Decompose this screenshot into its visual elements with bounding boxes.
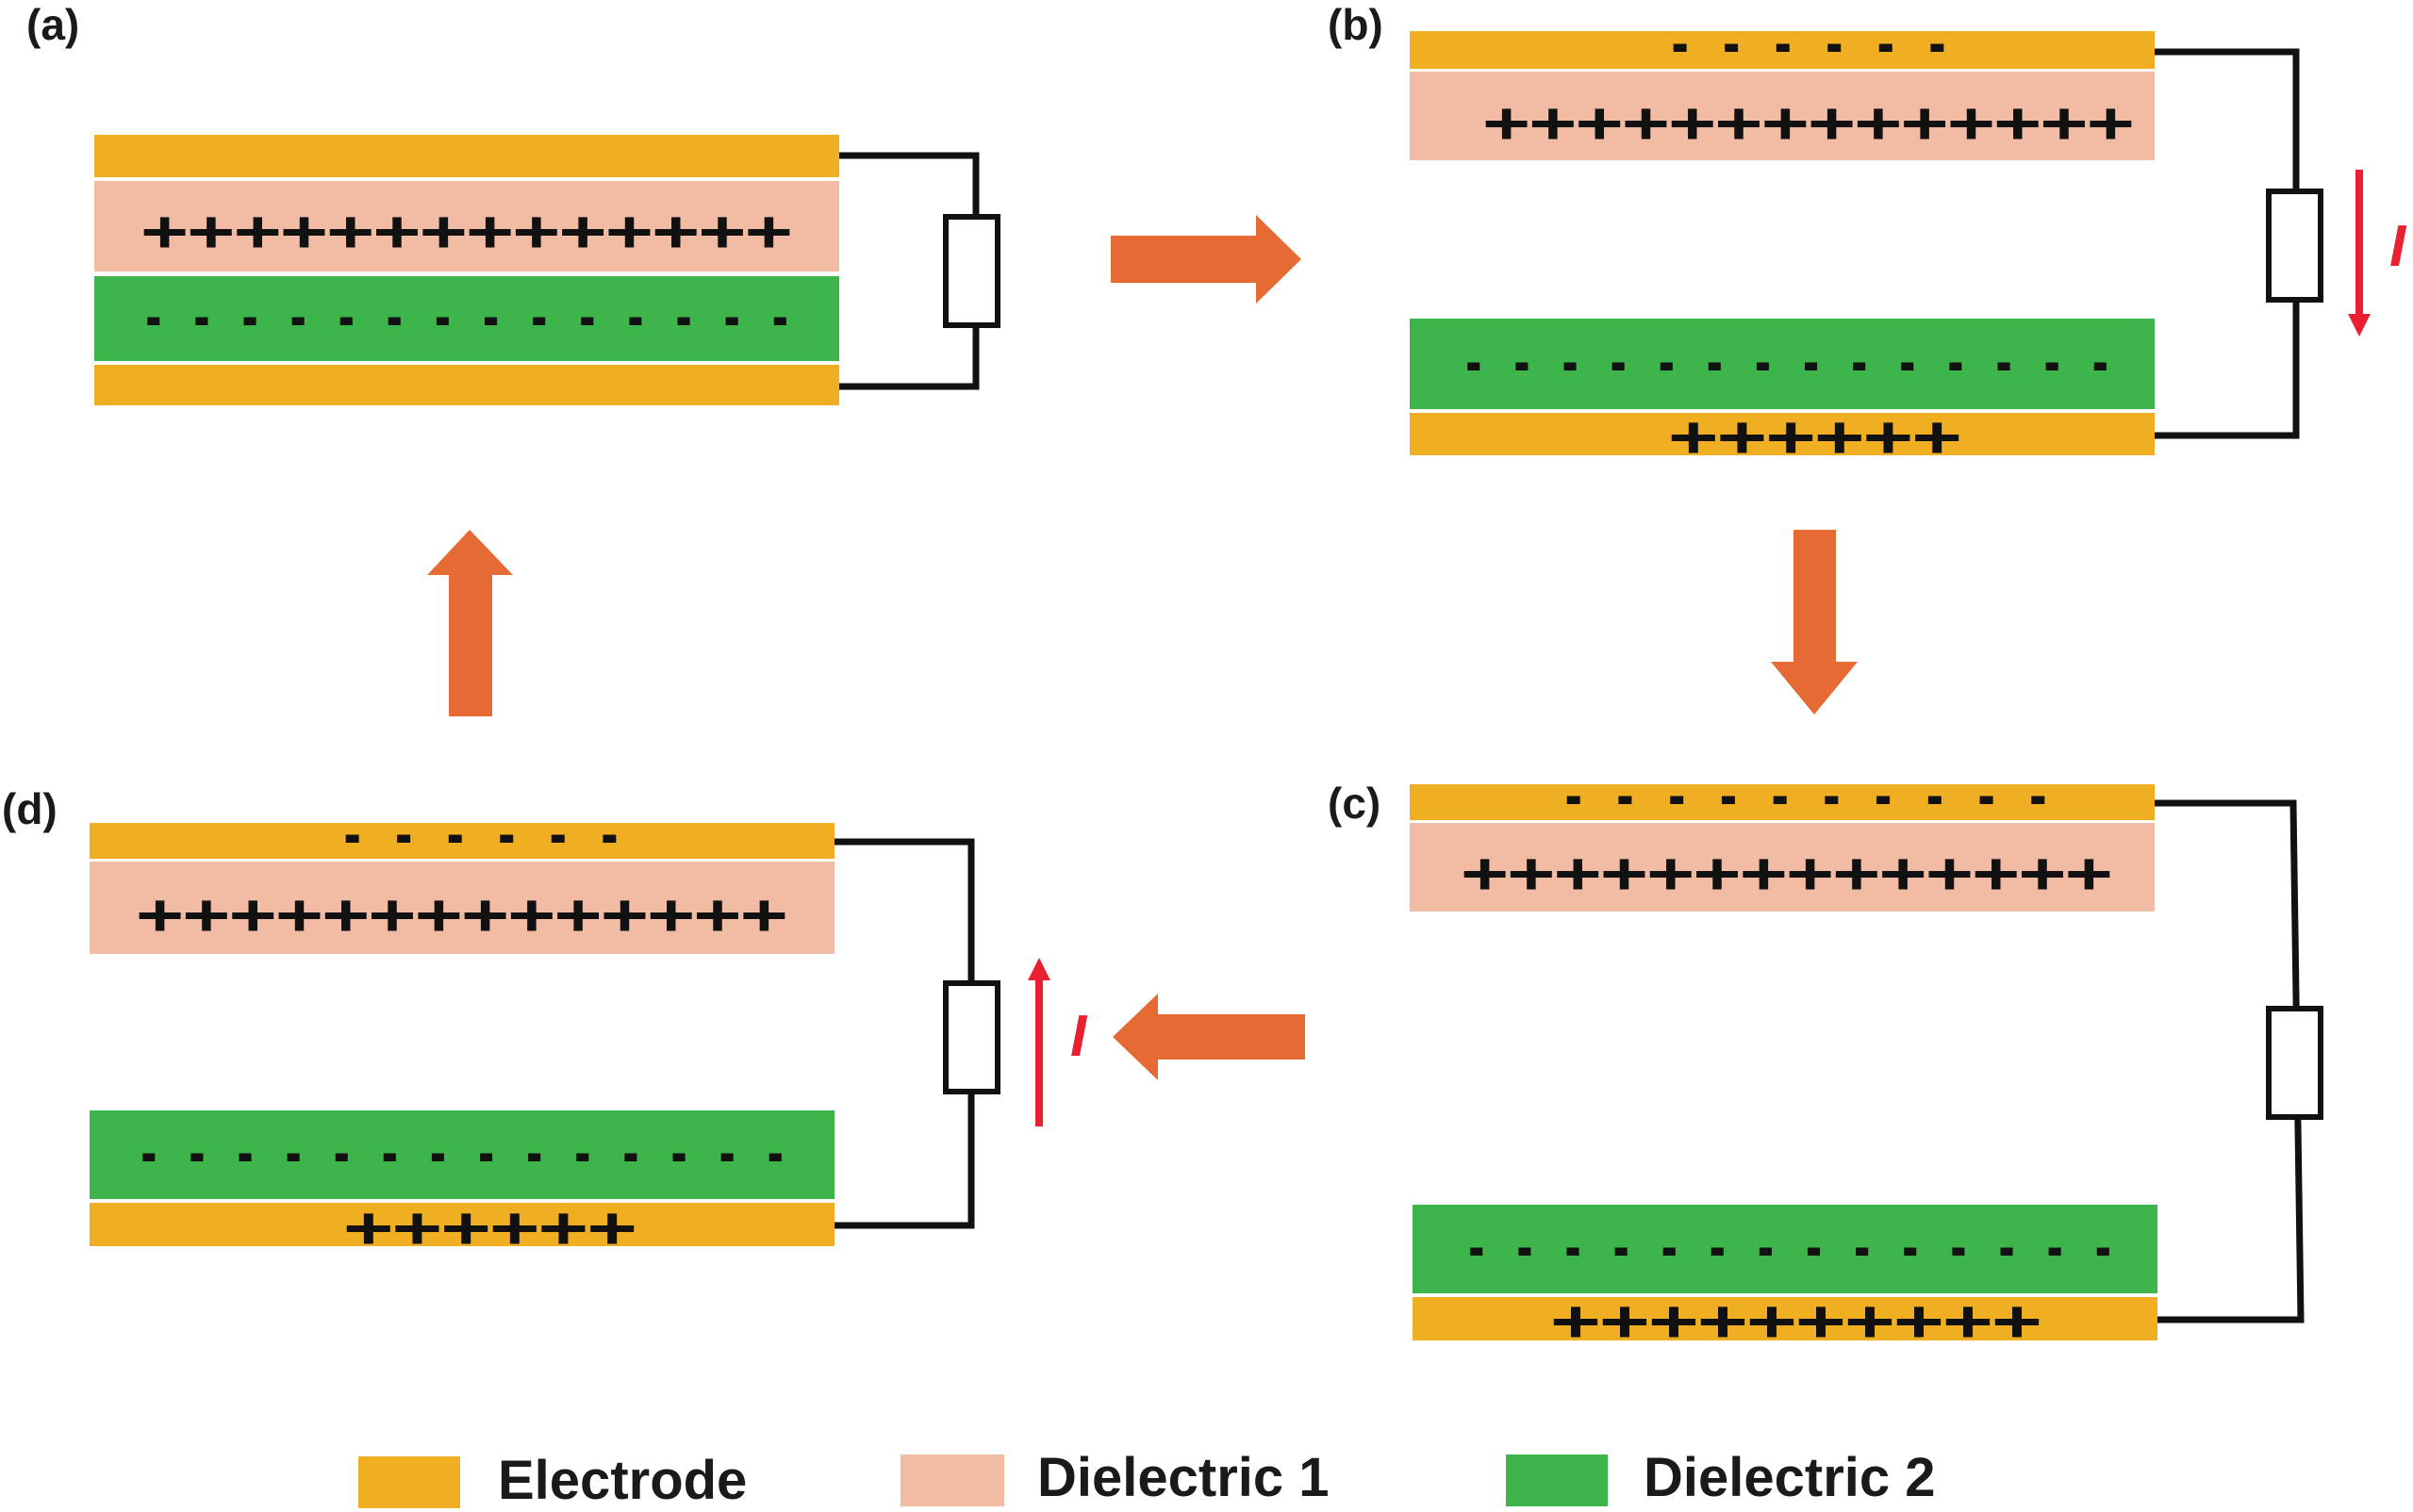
panel-d-dielectric-2 xyxy=(90,1110,835,1199)
panel-c-top-electrode xyxy=(1410,784,2155,820)
panel-b-resistor xyxy=(2266,189,2323,303)
panel-b-dielectric-1 xyxy=(1410,72,2155,160)
panel-b-current-label: I xyxy=(2389,214,2407,279)
panel-b-top-electrode xyxy=(1410,31,2155,69)
panel-c-dielectric-2 xyxy=(1413,1205,2157,1293)
panel-c-dielectric-1-charges: ++++++++++++++ xyxy=(1462,840,2112,906)
panel-d: (d) - - - - - - ++++++++++++++ - - - - -… xyxy=(2,784,1088,1260)
panel-a-label: (a) xyxy=(26,0,79,49)
panel-a-resistor xyxy=(943,214,1000,328)
panel-c-resistor xyxy=(2266,1006,2323,1120)
panel-b-dielectric-2-charges: - - - - - - - - - - - - - - xyxy=(1462,331,2112,397)
arrow-right-a-to-b xyxy=(1111,215,1301,304)
panel-a-dielectric-2-charges: - - - - - - - - - - - - - - xyxy=(141,286,792,352)
panel-d-bottom-electrode xyxy=(90,1203,835,1246)
legend-dielectric-1-label: Dielectric 1 xyxy=(1037,1447,1330,1508)
legend-electrode-swatch xyxy=(358,1456,460,1508)
cycle-arrows xyxy=(427,215,1858,1080)
panel-d-dielectric-1-charges: ++++++++++++++ xyxy=(137,881,787,947)
legend-dielectric-2-label: Dielectric 2 xyxy=(1644,1447,1936,1508)
panel-c-top-electrode-charges: - - - - - - - - - - xyxy=(1561,764,2051,830)
panel-d-bottom-electrode-charges: ++++++ xyxy=(344,1194,636,1260)
legend: Electrode Dielectric 1 Dielectric 2 xyxy=(358,1447,1936,1511)
panel-c-dielectric-1 xyxy=(1410,823,2155,912)
legend-electrode-label: Electrode xyxy=(498,1450,747,1511)
legend-dielectric-1-swatch xyxy=(901,1454,1004,1506)
panel-a-dielectric-2 xyxy=(94,276,839,361)
arrow-left-c-to-d xyxy=(1113,994,1305,1080)
panel-b-dielectric-1-charges: ++++++++++++++ xyxy=(1483,90,2134,156)
panel-b-label: (b) xyxy=(1328,0,1383,49)
panel-d-label: (d) xyxy=(2,784,58,833)
panel-b-bottom-electrode-charges: ++++++ xyxy=(1669,403,1961,469)
panel-a: (a) ++++++++++++++ - - - - - - - - - - -… xyxy=(26,0,1000,405)
panel-d-resistor xyxy=(943,980,1000,1094)
legend-dielectric-2-swatch xyxy=(1506,1454,1608,1506)
panel-b-bottom-electrode xyxy=(1410,413,2155,455)
panel-b-top-electrode-charges: - - - - - - xyxy=(1667,12,1950,78)
panel-a-dielectric-1-charges: ++++++++++++++ xyxy=(141,198,792,264)
panel-b: (b) - - - - - - ++++++++++++++ - - - - -… xyxy=(1328,0,2407,469)
panel-d-top-electrode-charges: - - - - - - xyxy=(339,803,622,869)
arrow-down-b-to-c xyxy=(1771,530,1858,715)
panel-c-bottom-electrode-charges: ++++++++++ xyxy=(1551,1288,2041,1354)
panel-a-dielectric-1 xyxy=(94,181,839,271)
panel-a-top-electrode xyxy=(94,135,839,177)
panel-d-current-label: I xyxy=(1070,1004,1088,1069)
panel-c-bottom-electrode xyxy=(1413,1297,2157,1340)
arrow-up-d-to-a xyxy=(427,530,513,716)
panel-a-bottom-electrode xyxy=(94,365,839,405)
panel-c-label: (c) xyxy=(1328,779,1380,828)
panel-c: (c) - - - - - - - - - - ++++++++++++++ -… xyxy=(1328,764,2323,1354)
panel-d-dielectric-1 xyxy=(90,862,835,954)
panel-c-dielectric-2-charges: - - - - - - - - - - - - - - xyxy=(1464,1216,2115,1282)
panel-d-dielectric-2-charges: - - - - - - - - - - - - - - xyxy=(137,1122,787,1188)
panel-b-dielectric-2 xyxy=(1410,319,2155,409)
panel-d-top-electrode xyxy=(90,823,835,859)
